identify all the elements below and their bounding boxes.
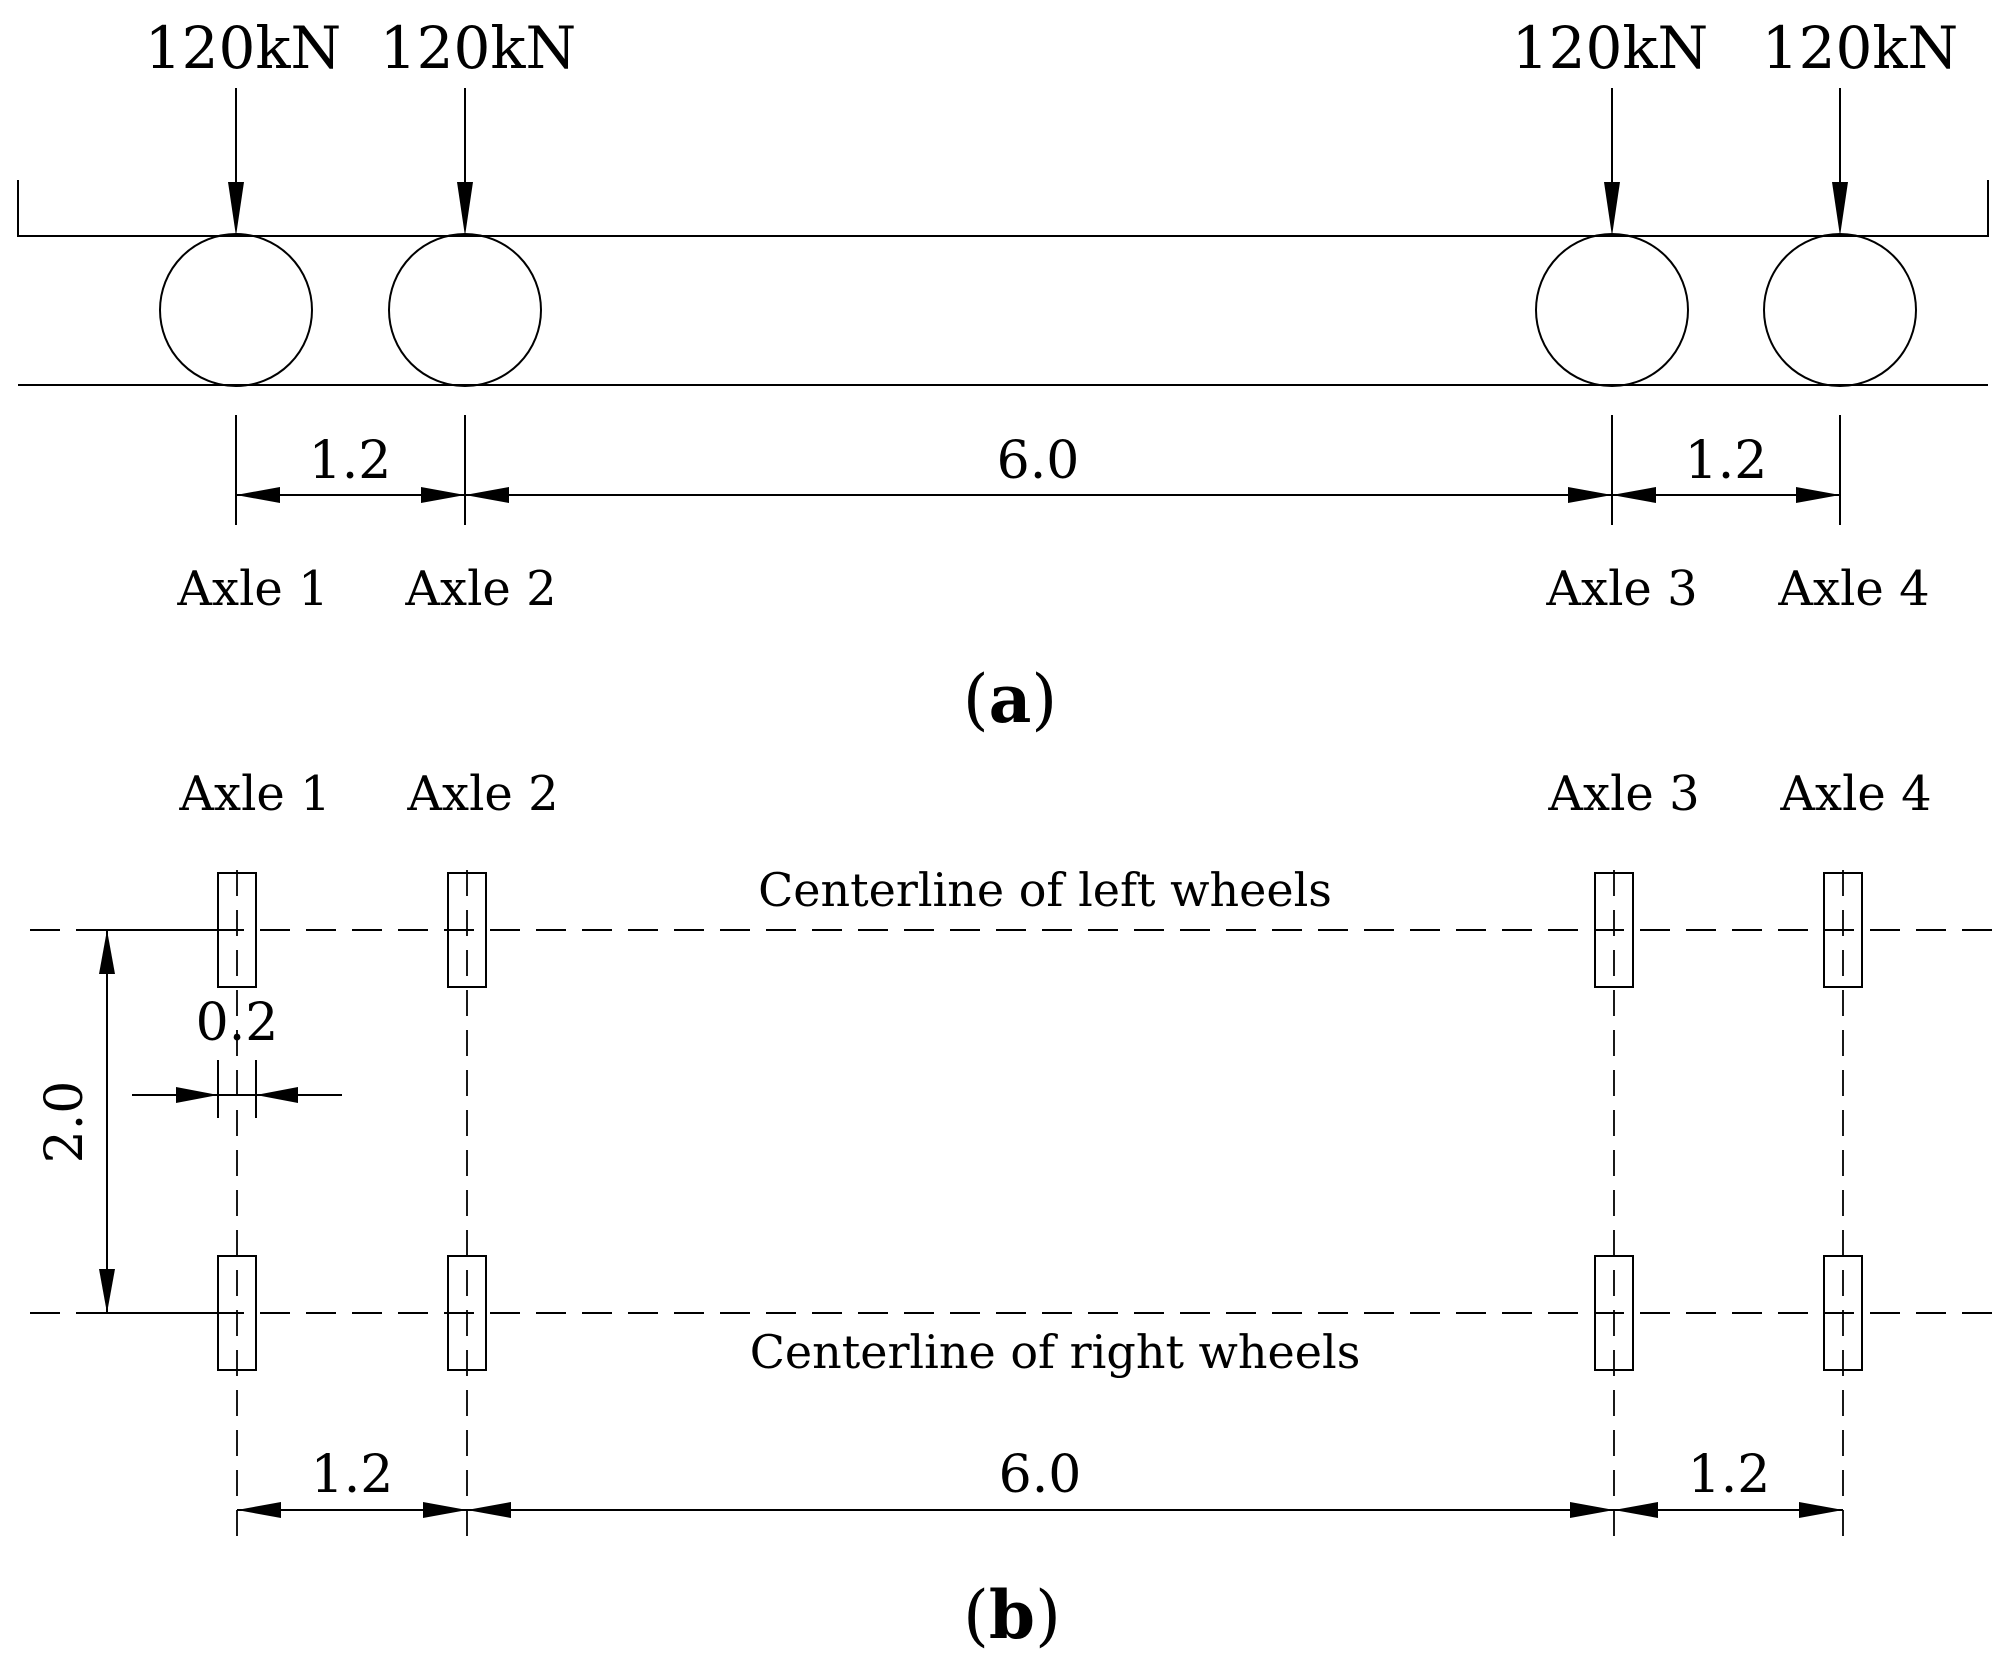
load-label-axle-3: 120kN	[1512, 14, 1709, 82]
load-arrow-axle-1	[228, 88, 244, 236]
footprint-left-axle-4	[1823, 872, 1863, 988]
vehicle-body-line	[17, 180, 1989, 237]
axle-label-4: Axle 4	[1777, 561, 1929, 617]
dimension-arrows-b	[237, 1502, 1843, 1518]
spacing-label-2-3: 6.0	[997, 431, 1080, 491]
spacing-label-b-1-2: 1.2	[311, 1445, 394, 1505]
panel-caption-b: (b)	[963, 1576, 1061, 1654]
load-label-axle-1: 120kN	[145, 14, 342, 82]
footprint-left-axle-3	[1594, 872, 1634, 988]
wheel-width-label: 0.2	[196, 993, 279, 1053]
spacing-label-b-2-3: 6.0	[999, 1445, 1082, 1505]
footprint-right-axle-4	[1823, 1255, 1863, 1371]
spacing-label-3-4: 1.2	[1685, 431, 1768, 491]
wheel-axle-1	[159, 233, 313, 387]
spacing-label-b-3-4: 1.2	[1688, 1445, 1771, 1505]
footprint-left-axle-2	[447, 872, 487, 988]
track-width-dimension	[84, 929, 218, 1314]
load-arrow-axle-4	[1832, 88, 1848, 236]
track-width-label: 2.0	[35, 1081, 95, 1164]
wheel-axle-4	[1763, 233, 1917, 387]
spacing-label-1-2: 1.2	[309, 431, 392, 491]
panel-caption-b-letter: b	[989, 1576, 1035, 1654]
panel-caption-a-letter: a	[989, 660, 1032, 738]
axle-label-1: Axle 1	[176, 561, 328, 617]
axle-label-3: Axle 3	[1545, 561, 1697, 617]
footprint-right-axle-3	[1594, 1255, 1634, 1371]
axle-label-b-1: Axle 1	[178, 766, 330, 822]
right-centerline-label: Centerline of right wheels	[750, 1325, 1361, 1379]
load-label-axle-4: 120kN	[1762, 14, 1959, 82]
load-arrow-axle-3	[1604, 88, 1620, 236]
load-label-axle-2: 120kN	[380, 14, 577, 82]
axle-label-2: Axle 2	[404, 561, 556, 617]
dimension-arrows-a	[236, 487, 1840, 503]
wheel-width-dimension	[132, 1060, 342, 1118]
load-arrow-axle-2	[457, 88, 473, 236]
axle-label-b-3: Axle 3	[1547, 766, 1699, 822]
axle-label-b-2: Axle 2	[406, 766, 558, 822]
footprint-right-axle-2	[447, 1255, 487, 1371]
panel-a: 120kN 120kN 120kN 120kN 1.2 6.0 1.2 Axle…	[17, 14, 1989, 738]
panel-b: Axle 1 Axle 2 Axle 3 Axle 4 Centerline o…	[30, 766, 1995, 1654]
panel-caption-a: (a)	[963, 660, 1057, 738]
left-centerline-label: Centerline of left wheels	[758, 863, 1332, 917]
axle-label-b-4: Axle 4	[1779, 766, 1931, 822]
wheel-axle-2	[388, 233, 542, 387]
wheel-axle-3	[1535, 233, 1689, 387]
wheel-footprints	[217, 872, 1863, 1371]
